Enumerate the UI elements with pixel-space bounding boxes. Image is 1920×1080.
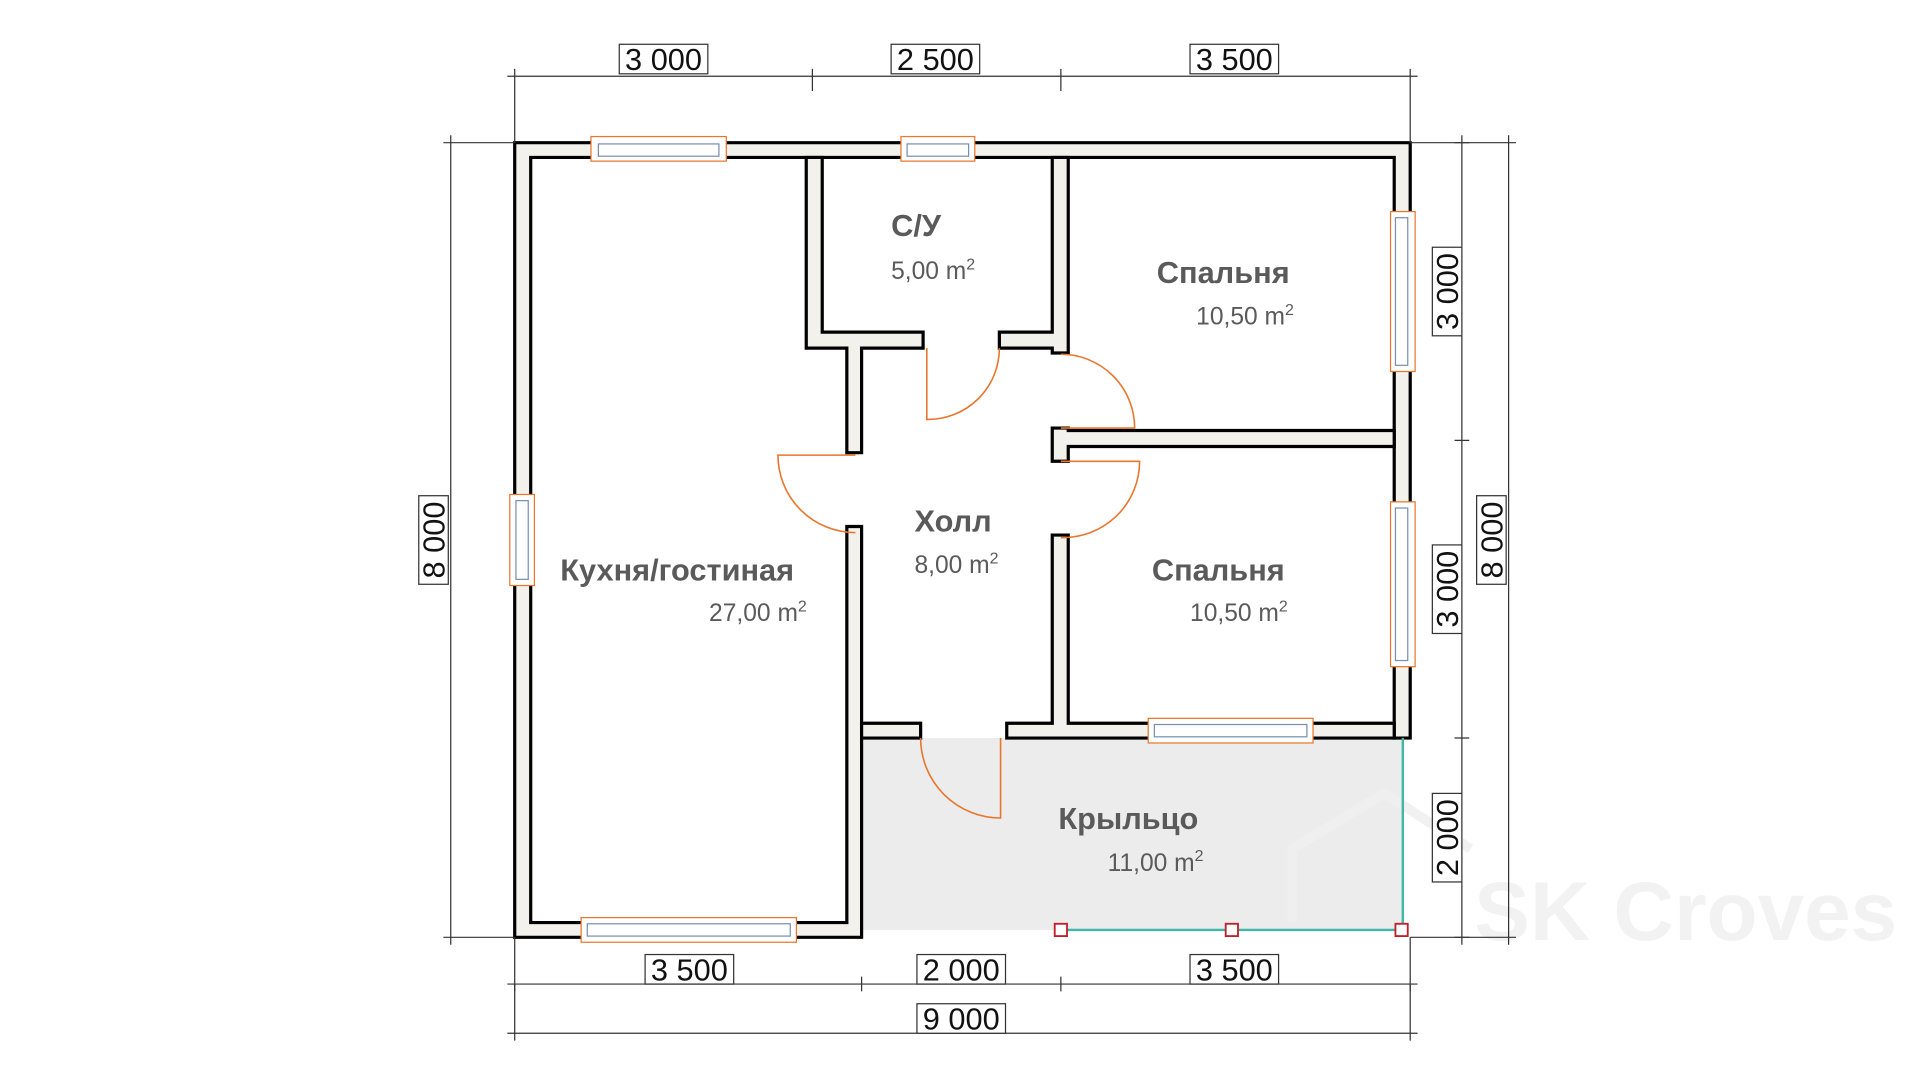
- watermark-text: SK Croves: [1474, 864, 1897, 958]
- dimension-lines: [443, 68, 1516, 1041]
- dim-top-3: 3 500: [1196, 42, 1273, 77]
- porch-railing: [1053, 738, 1409, 938]
- room-name-bedroom-1: Спальня: [1157, 255, 1290, 290]
- dim-top-2: 2 500: [897, 42, 974, 77]
- room-area-bathroom: 5,00 m2: [891, 256, 975, 285]
- dim-right-2: 3 000: [1430, 551, 1465, 628]
- room-name-bedroom-2: Спальня: [1152, 553, 1285, 588]
- room-area-hall: 8,00 m2: [914, 550, 998, 579]
- dim-right-3: 2 000: [1430, 799, 1465, 876]
- dim-left-total: 8 000: [417, 502, 452, 579]
- dim-top-1: 3 000: [625, 42, 702, 77]
- dim-right-total: 8 000: [1474, 502, 1509, 579]
- room-area-bedroom-1: 10,50 m2: [1196, 302, 1294, 331]
- room-name-porch: Крыльцо: [1058, 801, 1198, 836]
- room-area-kitchen: 27,00 m2: [709, 598, 807, 627]
- dim-bottom-1: 3 500: [651, 952, 728, 987]
- dim-bottom-3: 3 500: [1196, 952, 1273, 987]
- dim-right-1: 3 000: [1430, 253, 1465, 330]
- doors: [777, 348, 1141, 819]
- room-name-hall: Холл: [914, 503, 991, 538]
- watermark-logo: SK Croves: [1287, 787, 1897, 958]
- windows: [509, 135, 1416, 943]
- walls: [513, 141, 1412, 939]
- room-name-kitchen: Кухня/гостиная: [560, 553, 794, 588]
- dim-bottom-total: 9 000: [923, 1002, 1000, 1037]
- dim-bottom-2: 2 000: [923, 952, 1000, 987]
- room-area-bedroom-2: 10,50 m2: [1190, 598, 1288, 627]
- room-area-porch: 11,00 m2: [1108, 848, 1204, 877]
- room-name-bathroom: С/У: [891, 208, 942, 243]
